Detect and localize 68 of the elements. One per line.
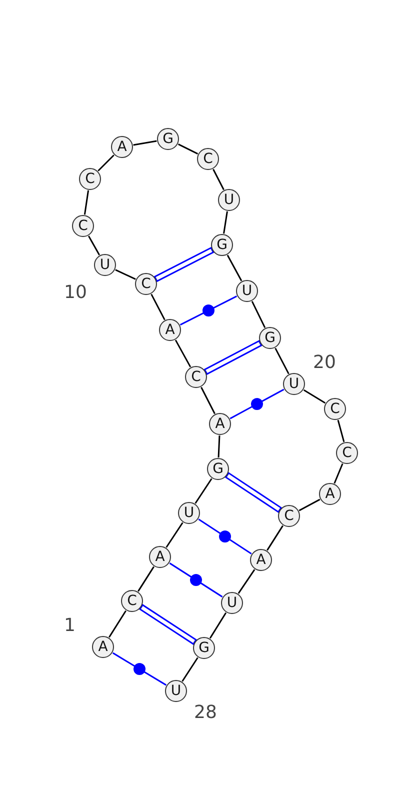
nucleotide-circle: C [135,273,157,295]
backbone-line [194,478,212,504]
backbone-line [209,612,227,639]
backbone-line [150,294,166,320]
nucleotide-circle: G [211,234,233,256]
nucleotide-circle: C [79,168,101,190]
backbone-line [274,348,290,374]
base-pair-line [204,340,262,376]
base-pair-line [154,246,214,282]
backbone-line [88,236,100,256]
backbone-line [166,522,184,548]
backbone-line [226,254,242,282]
base-pair-line [112,652,167,686]
nucleotide-circle: U [218,189,240,211]
backbone-line [334,463,344,484]
nucleotide-circle: U [236,280,258,302]
backbone-line [138,566,154,592]
nucleotide-circle: A [149,546,171,568]
backbone-line [108,610,126,638]
backbone-line [98,154,114,172]
backbone-line [133,140,157,146]
backbone-line [178,143,198,155]
nucleotide-circle: A [250,549,272,571]
base-pair-line [180,296,238,326]
nucleotide-circle: A [209,413,231,435]
nucleotide-circle: C [185,366,207,388]
position-number: 10 [64,282,87,303]
base-pair-line [198,518,252,554]
base-pair-line [230,388,284,420]
backbone-line [84,190,90,215]
position-number: 1 [64,615,76,636]
backbone-line [182,657,198,682]
backbone-line [174,340,192,368]
backbone-line [238,569,256,594]
position-number: 20 [313,352,336,373]
nucleotide-circle: A [111,136,133,158]
base-pair-line [138,604,198,646]
nucleotide-circle: U [178,502,200,524]
position-number: 28 [194,702,217,723]
backbone-line [303,389,326,404]
nucleotide-circle: U [94,254,116,276]
backbone-line [251,301,266,328]
nucleotide-circle: U [283,373,305,395]
backbone-line [200,386,216,414]
nucleotide-circle: C [336,442,358,464]
nucleotide-circle: C [197,148,219,170]
nucleotide-circle: G [193,637,215,659]
backbone-line [337,420,345,442]
nucleotide-circle: C [278,505,300,527]
nucleotide-circle: A [159,319,181,341]
backbone-line [218,435,220,458]
base-pair-line [224,472,282,513]
nucleotide-circle: C [121,590,143,612]
backbone-line [266,525,284,551]
nucleotide-circle: G [259,327,281,349]
nucleotide-circle: A [319,483,341,505]
backbone-line [298,498,320,512]
nucleotide-circle: U [221,592,243,614]
backbone-line [223,211,228,234]
backbone-line [212,168,224,190]
backbone-line [115,269,136,280]
nucleotide-circle: U [165,680,187,702]
nucleotide-circle: C [72,215,94,237]
nucleotide-circle: G [157,128,179,150]
base-pair-line [169,562,223,598]
nucleotide-circle: A [92,636,114,658]
nucleotide-circle: G [207,458,229,480]
nucleotide-circle: C [324,398,346,420]
